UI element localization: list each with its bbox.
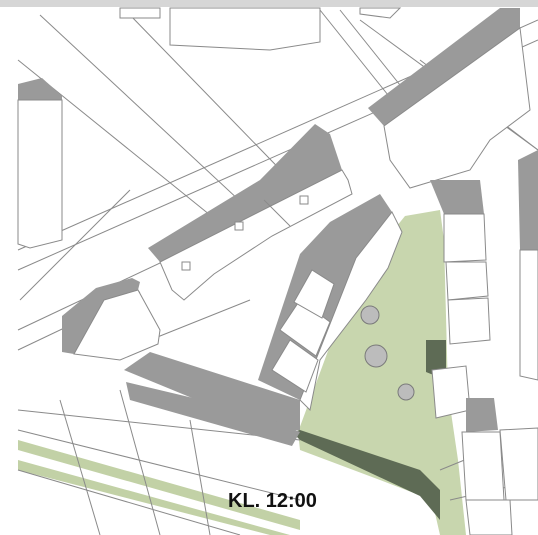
courtyard-trees [360, 305, 415, 401]
building [299, 211, 403, 412]
building [119, 7, 161, 19]
building [383, 27, 531, 189]
central-building [148, 124, 353, 301]
tree-icon [360, 305, 380, 325]
building [359, 7, 402, 19]
green-strips [18, 440, 300, 535]
courtyard-east-houses [430, 180, 513, 535]
building [447, 297, 491, 345]
building [461, 431, 505, 501]
building [443, 213, 487, 263]
south-building [126, 382, 300, 446]
building [465, 499, 513, 535]
building-shadow [518, 150, 538, 250]
building-shadow [126, 382, 300, 446]
building [519, 249, 538, 381]
building-shadow [368, 8, 520, 126]
top-border [0, 0, 538, 7]
west-building [62, 278, 300, 430]
building-shadow [124, 352, 300, 430]
left-building [17, 78, 63, 249]
building [17, 99, 63, 249]
green-strip [18, 460, 290, 535]
building [73, 289, 161, 361]
building-shadow [148, 124, 342, 262]
courtyard-west-houses [258, 194, 403, 412]
building [271, 339, 319, 393]
building-shadow [466, 398, 498, 432]
east-buildings [499, 150, 538, 501]
building [499, 427, 538, 501]
building-shadow [18, 78, 62, 100]
building [293, 269, 335, 319]
building-shadow [430, 180, 484, 214]
building-shadow [62, 278, 140, 354]
courtyard-shadow [292, 430, 440, 520]
tree-icon [397, 383, 415, 401]
ne-building [368, 8, 531, 189]
top-buildings [119, 7, 402, 51]
building [431, 365, 471, 419]
green-strip [18, 440, 300, 530]
time-of-day-label: KL. 12:00 [228, 490, 317, 512]
building [445, 261, 489, 301]
building [169, 7, 321, 51]
tree-icon [364, 344, 388, 368]
